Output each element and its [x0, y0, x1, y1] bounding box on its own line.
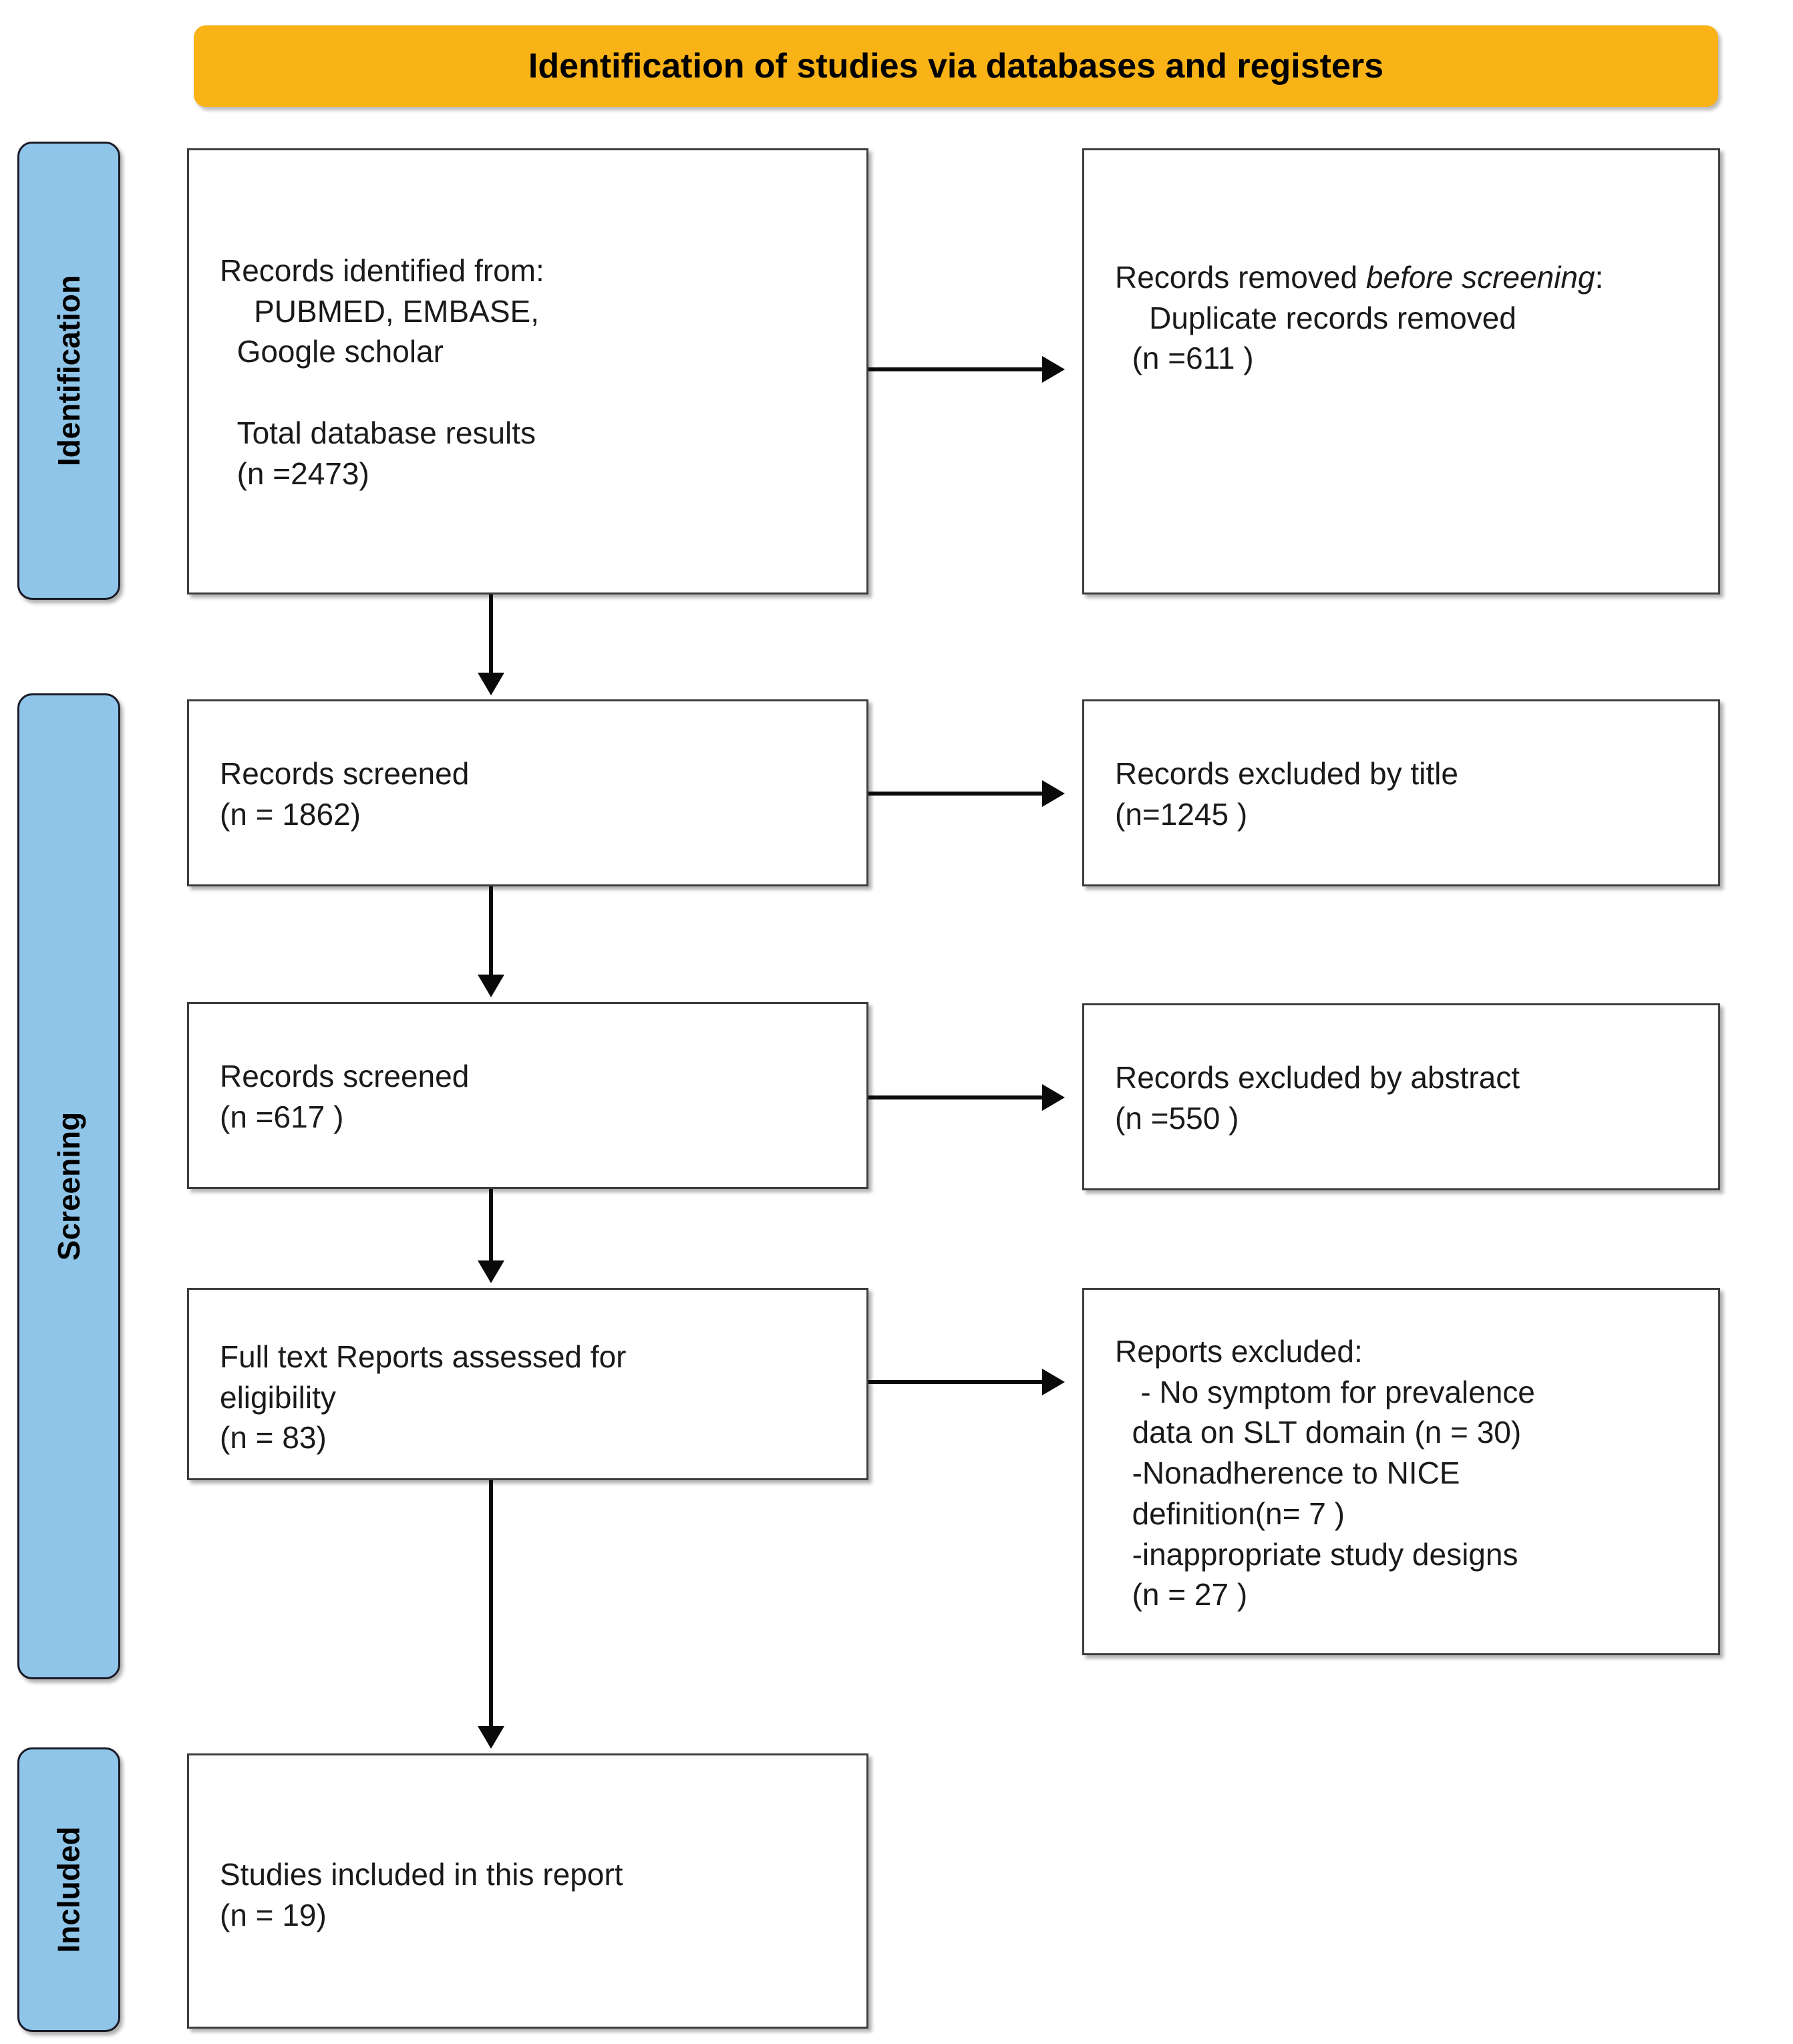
box-records-identified: Records identified from: PUBMED, EMBASE,… [187, 148, 868, 594]
header-banner: Identification of studies via databases … [194, 25, 1718, 107]
box-reports-excluded: Reports excluded: - No symptom for preva… [1082, 1288, 1720, 1655]
box-studies-included: Studies included in this report (n = 19) [187, 1753, 868, 2029]
arrow-identified-to-screened1 [478, 594, 504, 695]
removed-line-1-end: : [1595, 260, 1604, 295]
box-fulltext-reports-assessed-text: Full text Reports assessed for eligibili… [220, 1339, 627, 1456]
arrow-identified-to-removed [868, 356, 1065, 383]
box-records-screened-2: Records screened (n =617 ) [187, 1002, 868, 1189]
arrow-fulltext-to-included [478, 1480, 504, 1749]
box-records-removed-before-screening: Records removed before screening: Duplic… [1082, 148, 1720, 594]
stage-included-text: Included [51, 1826, 86, 1953]
stage-label-screening: Screening [17, 693, 120, 1679]
box-records-identified-text: Records identified from: PUBMED, EMBASE,… [220, 253, 544, 491]
box-records-excluded-by-title: Records excluded by title (n=1245 ) [1082, 699, 1720, 886]
removed-line-1: Records removed [1115, 260, 1366, 295]
stage-label-included: Included [17, 1747, 120, 2032]
box-records-screened-2-text: Records screened (n =617 ) [220, 1059, 470, 1134]
removed-italic-phrase: before screening [1365, 260, 1595, 295]
box-records-screened-1: Records screened (n = 1862) [187, 699, 868, 886]
box-records-excluded-by-abstract: Records excluded by abstract (n =550 ) [1082, 1003, 1720, 1190]
arrow-screened2-to-fulltext [478, 1189, 504, 1283]
stage-label-identification: Identification [17, 142, 120, 600]
box-records-excluded-by-abstract-text: Records excluded by abstract (n =550 ) [1115, 1060, 1520, 1136]
box-records-excluded-by-title-text: Records excluded by title (n=1245 ) [1115, 756, 1458, 832]
box-reports-excluded-text: Reports excluded: - No symptom for preva… [1115, 1334, 1535, 1612]
stage-identification-text: Identification [51, 275, 87, 467]
box-studies-included-text: Studies included in this report (n = 19) [220, 1857, 623, 1932]
banner-title: Identification of studies via databases … [528, 47, 1384, 86]
arrow-screened1-to-excluded-title [868, 780, 1065, 807]
box-fulltext-reports-assessed: Full text Reports assessed for eligibili… [187, 1288, 868, 1480]
removed-rest: Duplicate records removed (n =611 ) [1132, 300, 1516, 376]
arrow-fulltext-to-reports-excluded [868, 1369, 1065, 1395]
arrow-screened1-to-screened2 [478, 886, 504, 997]
box-records-screened-1-text: Records screened (n = 1862) [220, 756, 470, 832]
stage-screening-text: Screening [51, 1112, 87, 1261]
arrow-screened2-to-excluded-abstract [868, 1084, 1065, 1111]
box-records-removed-text: Records removed before screening: Duplic… [1115, 257, 1701, 379]
